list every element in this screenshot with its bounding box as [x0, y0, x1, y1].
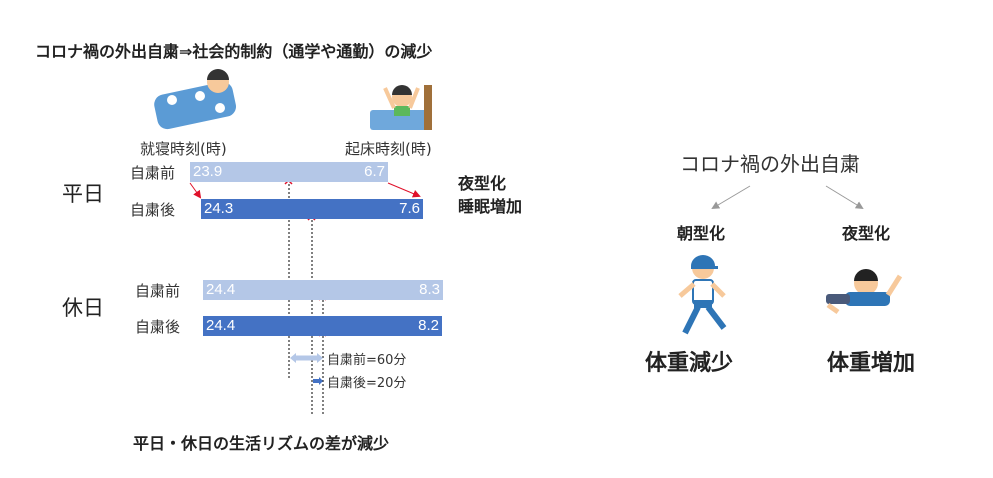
holiday-label: 休日 [62, 296, 104, 320]
bedtime-value: 24.4 [206, 317, 236, 334]
row-label: 自粛後 [135, 318, 181, 336]
bedtime-value: 24.4 [206, 281, 236, 298]
row-label: 自粛後 [130, 201, 176, 219]
weekday-after-bar: 24.3 7.6 [201, 199, 423, 219]
sleeping-bed-icon [154, 69, 237, 130]
diff-after-text: 自粛後=20分 [327, 376, 407, 391]
night-type-label: 夜型化 [842, 224, 891, 243]
wake-value: 8.3 [419, 281, 440, 298]
effect-line1: 夜型化 [458, 174, 507, 193]
row-label: 自粛前 [130, 164, 176, 182]
wake-value: 7.6 [399, 200, 420, 217]
diff-before-text: 自粛前=60分 [327, 353, 407, 368]
weight-loss-label: 体重減少 [645, 351, 734, 376]
morning-type-arrow [711, 185, 751, 210]
conclusion-text: 平日・休日の生活リズムの差が減少 [133, 434, 390, 453]
weekday-label: 平日 [62, 182, 104, 206]
holiday-before-bar: 24.4 8.3 [203, 280, 443, 300]
weekday-before-bar: 23.9 6.7 [190, 162, 388, 182]
weight-gain-label: 体重増加 [827, 351, 916, 376]
right-top-text: コロナ禍の外出自粛 [680, 152, 860, 176]
bedtime-shift-arrow [189, 182, 202, 199]
wake-value: 6.7 [364, 163, 385, 180]
morning-type-label: 朝型化 [677, 224, 726, 243]
running-person-icon [678, 255, 727, 335]
bedtime-label: 就寝時刻(時) [140, 140, 227, 158]
holiday-after-bar: 24.4 8.2 [203, 316, 442, 336]
bedtime-value: 24.3 [204, 200, 234, 217]
diff-after-arrow [313, 377, 323, 385]
wake-value: 8.2 [418, 317, 439, 334]
effect-text: 夜型化睡眠増加 [458, 172, 522, 218]
waketime-shift-arrow [387, 182, 421, 198]
wake-label: 起床時刻(時) [345, 140, 432, 158]
bedtime-value: 23.9 [193, 163, 223, 180]
effect-line2: 睡眠増加 [458, 197, 523, 216]
title: コロナ禍の外出自粛⇒社会的制約（通学や通勤）の減少 [35, 42, 433, 61]
diff-before-arrow [290, 353, 323, 363]
row-label: 自粛前 [135, 282, 181, 300]
night-type-arrow [825, 185, 864, 210]
waking-bed-icon [370, 85, 432, 130]
lying-person-icon [826, 269, 903, 315]
